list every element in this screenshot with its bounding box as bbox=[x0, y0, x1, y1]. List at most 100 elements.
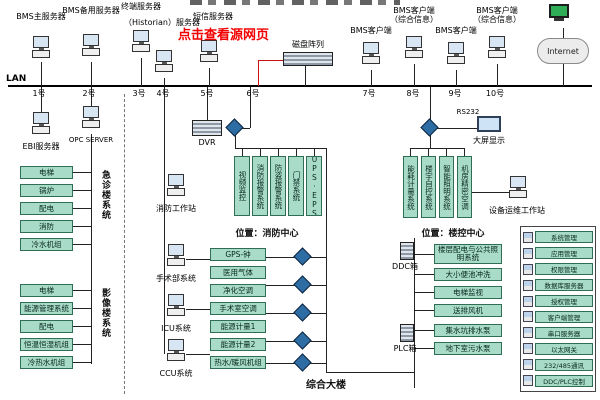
connector-line bbox=[464, 148, 465, 156]
connector-line bbox=[437, 128, 477, 129]
connector-line bbox=[73, 190, 91, 191]
connector-line bbox=[207, 87, 208, 120]
connector-line bbox=[326, 372, 414, 373]
item-energy-2: 能源计量2 bbox=[210, 338, 266, 351]
subsystem-chiller: 冷水机组 bbox=[20, 238, 73, 251]
workstation-icon bbox=[446, 42, 466, 64]
connector-line bbox=[278, 148, 279, 158]
workstation-icon bbox=[404, 36, 424, 58]
connector-line bbox=[310, 363, 326, 364]
disk-array-icon bbox=[283, 52, 333, 66]
workstation-icon bbox=[166, 294, 186, 316]
sys-lighting: 智能照明系统 bbox=[439, 156, 454, 218]
connector-line bbox=[497, 64, 498, 86]
subsystem-boiler: 锅炉 bbox=[20, 184, 73, 197]
workstation-icon bbox=[487, 36, 507, 58]
workstation-icon bbox=[31, 36, 51, 58]
plc-box-label: PLC箱 bbox=[393, 344, 417, 353]
connector-line bbox=[73, 362, 91, 363]
subsystem-elevator-1: 电梯 bbox=[20, 166, 73, 179]
cropped-title-artifact bbox=[190, 0, 400, 5]
ddc-item-flush: 大小便池冲洗 bbox=[434, 268, 502, 281]
legend-row: 以太网关 bbox=[523, 341, 593, 356]
connector-line bbox=[266, 313, 296, 314]
big-screen-icon bbox=[477, 116, 501, 132]
internet-cloud: Internet bbox=[537, 38, 589, 64]
ddc-box-label: DDC箱 bbox=[392, 262, 418, 271]
connector-line bbox=[186, 354, 210, 355]
module-icon bbox=[523, 247, 533, 259]
location-fire-center: 位置：消防中心 bbox=[235, 229, 299, 239]
network-switch-icon bbox=[293, 247, 312, 266]
legend-row: 权限管理 bbox=[523, 262, 593, 277]
connector-line bbox=[414, 64, 415, 86]
ddc-item-floor-power: 楼层配电与公共照明系统 bbox=[434, 244, 502, 264]
connector-line bbox=[73, 326, 91, 327]
source-page-watermark-link[interactable]: 点击查看源网页 bbox=[178, 28, 270, 43]
connector-line bbox=[73, 308, 91, 309]
connector-line bbox=[73, 344, 91, 345]
item-hot-water: 热水/暖风机组 bbox=[210, 356, 266, 369]
connector-line bbox=[164, 78, 165, 86]
connector-line bbox=[414, 292, 434, 293]
connector-line bbox=[305, 66, 306, 86]
sys-intrusion: 防盗报警系统 bbox=[270, 156, 286, 216]
workstation-icon bbox=[361, 42, 381, 64]
legend-panel: 系统管理 应用管理 权限管理 数据库服务器 授权管理 客户端管理 串口服务器 以… bbox=[520, 226, 596, 392]
workstation-icon bbox=[199, 40, 219, 62]
connector-line bbox=[430, 87, 431, 121]
legend-row: 客户端管理 bbox=[523, 309, 593, 324]
lan-tap-6: 6号 bbox=[246, 89, 260, 98]
dvr-label: DVR bbox=[198, 138, 216, 147]
sys-precision-ac: 机房精密空调 bbox=[457, 156, 472, 218]
workstation-icon bbox=[166, 174, 186, 196]
network-switch-icon bbox=[420, 118, 439, 137]
location-bas-center: 位置：楼控中心 bbox=[421, 229, 485, 239]
connector-line bbox=[410, 148, 464, 149]
workstation-icon bbox=[81, 106, 101, 128]
connector-line bbox=[41, 62, 42, 86]
legend-item: 权限管理 bbox=[535, 263, 593, 276]
ccu-workstation-label: CCU系统 bbox=[159, 369, 193, 378]
or-workstation-label: 手术部系统 bbox=[156, 274, 196, 283]
legend-item: DDC/PLC控制 bbox=[535, 374, 593, 387]
client-label-3: BMS客户端 bbox=[435, 26, 477, 35]
legend-item: 数据库服务器 bbox=[535, 279, 593, 292]
module-icon bbox=[523, 263, 533, 275]
sys-bas: 楼宇自控系统 bbox=[421, 156, 436, 218]
workstation-icon bbox=[154, 50, 174, 72]
network-switch-icon bbox=[293, 303, 312, 322]
connector-line bbox=[258, 60, 259, 86]
client-label-2: BMS客户端（综合信息） bbox=[390, 6, 438, 25]
connector-line bbox=[430, 134, 431, 148]
subsystem-hot-cold: 冷热水机组 bbox=[20, 356, 73, 369]
connector-line bbox=[91, 62, 92, 86]
connector-line bbox=[266, 257, 296, 258]
connector-line bbox=[414, 254, 434, 255]
module-icon bbox=[523, 359, 533, 371]
item-clean-hvac: 净化空调 bbox=[210, 284, 266, 297]
connector-line bbox=[235, 134, 236, 148]
connector-line bbox=[41, 87, 42, 112]
lan-tap-2: 2号 bbox=[82, 89, 96, 98]
workstation-icon bbox=[166, 244, 186, 266]
ebi-server-label: EBI服务器 bbox=[22, 142, 60, 151]
connector-line bbox=[266, 285, 296, 286]
connector-line bbox=[250, 87, 251, 128]
module-icon bbox=[523, 279, 533, 291]
network-switch-icon bbox=[225, 118, 244, 137]
connector-line bbox=[186, 309, 210, 310]
module-icon bbox=[523, 311, 533, 323]
legend-row: 数据库服务器 bbox=[523, 278, 593, 293]
connector-line bbox=[186, 259, 210, 260]
connector-line bbox=[73, 226, 91, 227]
connector-line bbox=[414, 348, 434, 349]
sys-ups: UPS·EPS bbox=[306, 156, 322, 216]
connector-line bbox=[472, 192, 512, 193]
workstation-icon bbox=[131, 30, 151, 52]
lan-tap-5: 5号 bbox=[200, 89, 214, 98]
connector-line bbox=[91, 87, 92, 108]
legend-row: 授权管理 bbox=[523, 294, 593, 309]
workstation-icon bbox=[508, 176, 528, 198]
